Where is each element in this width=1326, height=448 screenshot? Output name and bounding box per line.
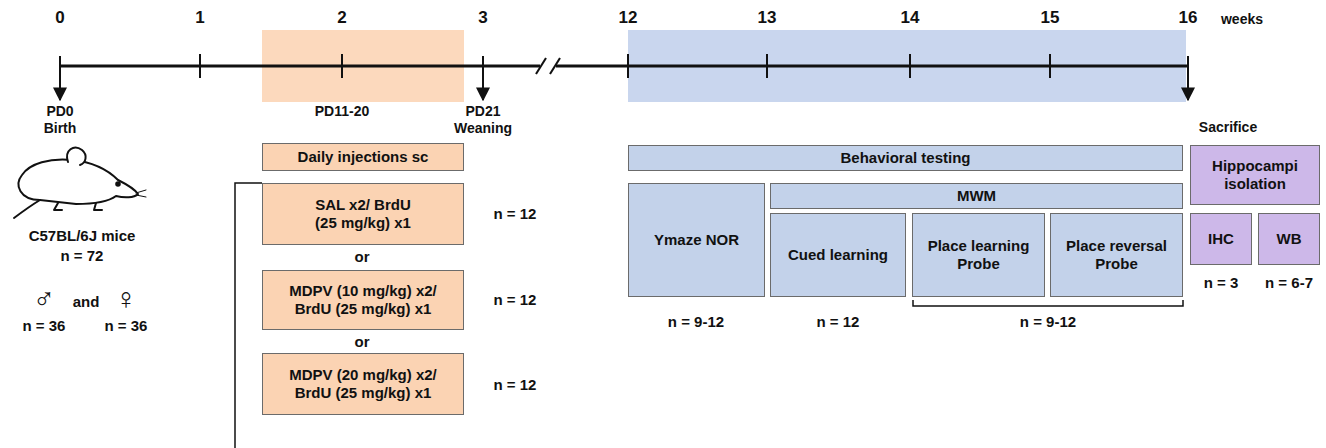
sample-size: n = 3 [1204,275,1239,292]
test-header: MWM [770,183,1183,209]
tick-label: 14 [901,9,920,28]
event-label: PD11-20 [315,104,369,119]
tick-label: 13 [758,9,777,28]
box-text: Ymaze NOR [654,231,739,249]
axis-break [536,58,560,74]
treatment-box: SAL x2/ BrdU (25 mg/kg) x1 [262,183,464,245]
sample-size: n = 72 [61,248,104,265]
box-text: IHC [1208,230,1234,248]
test-box: Ymaze NOR [628,183,765,297]
conjunction: and [73,294,100,311]
box-text: SAL x2/ BrdU (25 mg/kg) x1 [275,196,451,232]
injection-header: Daily injections sc [262,143,464,171]
tick-label: 12 [619,9,638,28]
event-label: Weaning [454,121,512,136]
tick-label: 2 [337,9,346,28]
tick-label: 16 [1179,9,1198,28]
box-text: MWM [957,187,996,205]
box-text: Place reversal Probe [1063,237,1170,273]
sex-symbol: ♀ [115,282,138,315]
axis-unit: weeks [1221,12,1263,27]
test-box: Cued learning [770,213,906,297]
strain-label: C57BL/6J mice [29,228,136,245]
mouse-illustration [14,148,146,218]
sample-size: n = 9-12 [668,314,724,331]
tick-label: 15 [1041,9,1060,28]
n-bracket [913,300,1183,306]
box-text: MDPV (20 mg/kg) x2/ BrdU (25 mg/kg) x1 [275,366,451,402]
tick-label: 3 [478,9,487,28]
conjunction: or [355,249,370,266]
treatment-box: MDPV (20 mg/kg) x2/ BrdU (25 mg/kg) x1 [262,353,464,415]
box-text: MDPV (10 mg/kg) x2/ BrdU (25 mg/kg) x1 [275,282,451,318]
event-label: Birth [44,121,77,136]
box-text: Place learning Probe [925,237,1032,273]
timeline-axis [60,65,1188,68]
assay-box: WB [1258,213,1320,265]
event-label: PD0 [46,104,73,119]
sample-size: n = 6-7 [1265,275,1313,292]
sample-size: n = 36 [23,318,66,335]
tick-label: 1 [195,9,204,28]
sample-size: n = 12 [494,377,537,394]
test-box: Place learning Probe [912,213,1045,297]
conjunction: or [355,334,370,351]
box-text: Daily injections sc [298,148,429,166]
event-label: Sacrifice [1199,120,1257,135]
box-text: Cued learning [788,246,888,264]
sample-size: n = 12 [494,206,537,223]
assay-box: IHC [1190,213,1252,265]
sample-size: n = 12 [817,314,860,331]
tick-label: 0 [55,9,64,28]
phase-header: Behavioral testing [628,145,1183,171]
test-box: Place reversal Probe [1050,213,1183,297]
box-text: Hippocampi isolation [1203,157,1307,193]
sample-size: n = 36 [105,318,148,335]
event-label: PD21 [465,104,500,119]
box-text: WB [1277,230,1302,248]
box-text: Behavioral testing [840,149,970,167]
sample-size: n = 9-12 [1020,314,1076,331]
axis-ticks [200,54,1050,78]
sample-size: n = 12 [494,292,537,309]
treatment-box: MDPV (10 mg/kg) x2/ BrdU (25 mg/kg) x1 [262,270,464,330]
sex-symbol: ♂ [33,282,56,315]
group-bracket [235,183,262,448]
event-arrows [60,56,1188,100]
procedure-header: Hippocampi isolation [1190,145,1320,205]
